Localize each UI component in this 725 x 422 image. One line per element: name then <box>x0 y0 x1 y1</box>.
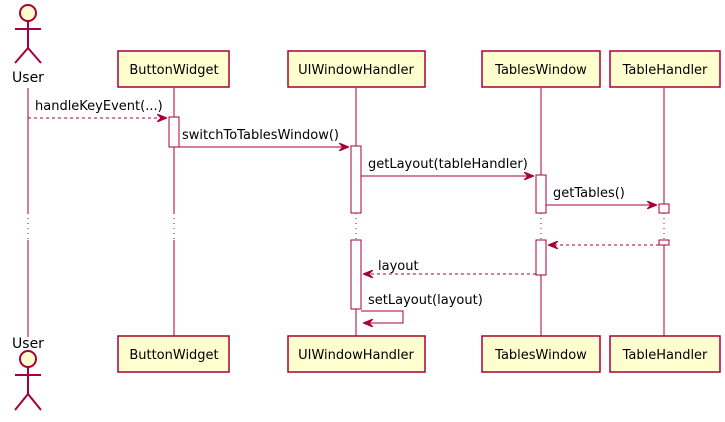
participant-label-ui-window-handler: UIWindowHandler <box>298 63 414 78</box>
activation-button-widget <box>168 116 180 148</box>
participant-label-ui-window-handler-bottom: UIWindowHandler <box>298 348 414 363</box>
actor-user-top: User <box>12 4 44 86</box>
participant-box-ui-window-handler <box>287 50 426 88</box>
activation-tables-window-1 <box>535 174 547 214</box>
participant-label-user-bottom: User <box>12 336 44 352</box>
label-handle-key-event: handleKeyEvent(...) <box>35 99 163 114</box>
participant-label-tables-window: TablesWindow <box>494 63 587 78</box>
message-set-layout <box>361 310 404 323</box>
participants-top: User ButtonWidget UIWindowHandler Tables… <box>12 4 721 88</box>
participant-box-table-handler <box>609 50 721 88</box>
activation-table-handler <box>658 203 670 214</box>
participant-label-table-handler: TableHandler <box>622 63 708 78</box>
lifelines <box>27 88 665 337</box>
label-get-tables: getTables() <box>553 186 625 201</box>
participant-box-button-widget <box>117 50 230 88</box>
label-layout-return: layout <box>378 259 419 274</box>
activation-ui-window-handler-1 <box>350 145 362 214</box>
label-set-layout: setLayout(layout) <box>368 293 483 308</box>
participant-label-table-handler-bottom: TableHandler <box>622 348 708 363</box>
actor-icon <box>19 350 37 368</box>
activation-ui-window-handler-2 <box>350 239 362 310</box>
activations <box>168 116 670 310</box>
activation-tables-window-2 <box>535 239 547 276</box>
participant-box-tables-window <box>481 50 601 88</box>
label-get-layout: getLayout(tableHandler) <box>368 157 528 172</box>
participant-box-button-widget-bottom <box>117 335 230 373</box>
participant-label-user: User <box>12 70 44 86</box>
participant-label-tables-window-bottom: TablesWindow <box>494 348 587 363</box>
participant-box-ui-window-handler-bottom <box>287 335 426 373</box>
messages: handleKeyEvent(...) switchToTablesWindow… <box>28 99 659 323</box>
actor-icon <box>19 4 37 22</box>
participant-label-button-widget-bottom: ButtonWidget <box>129 348 218 363</box>
actor-user-bottom: User <box>12 336 44 411</box>
participant-box-table-handler-bottom <box>609 335 721 373</box>
participant-label-button-widget: ButtonWidget <box>129 63 218 78</box>
activation-table-handler-2 <box>658 239 670 246</box>
label-switch-to-tables-window: switchToTablesWindow() <box>182 128 339 143</box>
participant-box-tables-window-bottom <box>481 335 601 373</box>
participants-bottom: User ButtonWidget UIWindowHandler Tables… <box>12 335 721 411</box>
